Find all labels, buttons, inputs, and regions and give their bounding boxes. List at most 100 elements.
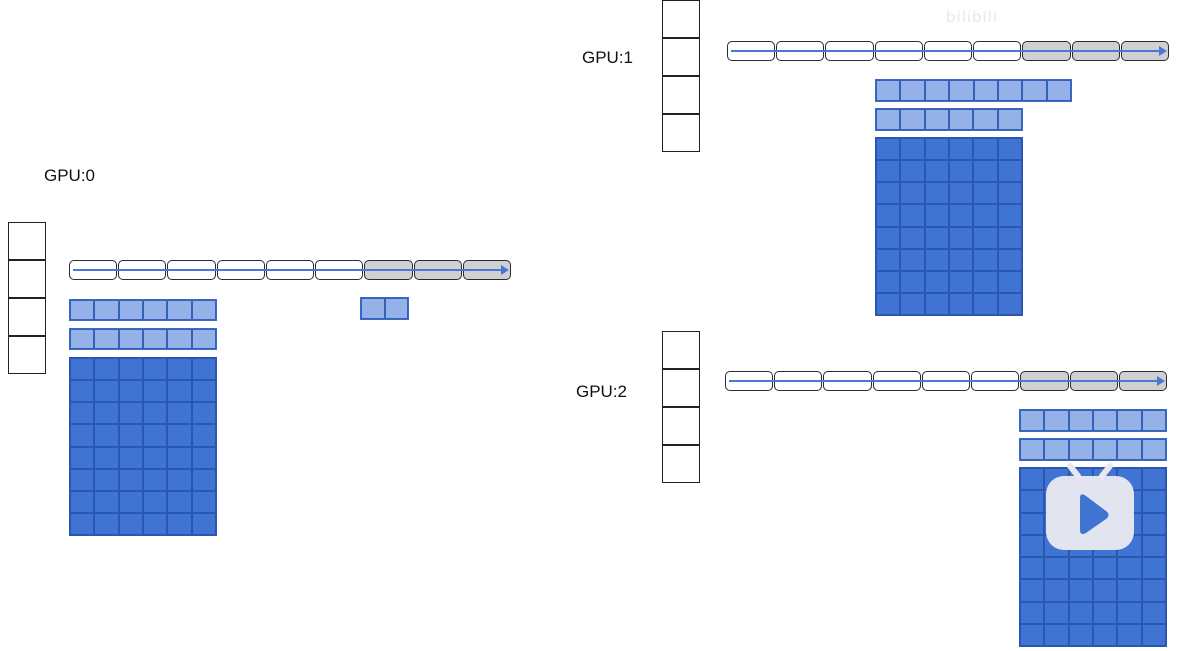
gpu0-dark-block bbox=[69, 357, 217, 536]
block-cell bbox=[876, 138, 901, 161]
block-cell bbox=[143, 424, 168, 447]
block-cell bbox=[1044, 557, 1069, 580]
block-cell bbox=[1020, 534, 1045, 557]
stack-cell bbox=[662, 0, 700, 38]
block-cell bbox=[94, 300, 119, 320]
block-cell bbox=[191, 424, 216, 447]
block-cell bbox=[1093, 623, 1118, 646]
block-cell bbox=[191, 300, 216, 320]
block-cell bbox=[876, 182, 901, 205]
block-cell bbox=[1093, 439, 1118, 460]
block-cell bbox=[1068, 623, 1093, 646]
stack-cell bbox=[8, 336, 46, 374]
stack-cell bbox=[662, 369, 700, 407]
gpu0-extra-light-cells bbox=[360, 297, 409, 320]
block-cell bbox=[143, 329, 168, 349]
block-cell bbox=[361, 298, 385, 319]
block-cell bbox=[997, 270, 1022, 293]
block-cell bbox=[900, 138, 925, 161]
block-cell bbox=[949, 182, 974, 205]
block-cell bbox=[1068, 601, 1093, 624]
block-cell bbox=[876, 160, 901, 183]
gpu2-label: GPU:2 bbox=[576, 382, 628, 401]
block-cell bbox=[1117, 623, 1142, 646]
block-cell bbox=[167, 468, 192, 491]
block-cell bbox=[94, 446, 119, 469]
gpu1-light-row-2 bbox=[875, 108, 1023, 131]
gpu1-light-row-1 bbox=[875, 79, 1072, 102]
block-cell bbox=[1022, 80, 1047, 101]
block-cell bbox=[924, 160, 949, 183]
block-cell bbox=[1020, 579, 1045, 602]
block-cell bbox=[973, 182, 998, 205]
block-cell bbox=[70, 300, 95, 320]
block-cell bbox=[143, 402, 168, 425]
block-cell bbox=[1141, 623, 1166, 646]
block-cell bbox=[1020, 490, 1045, 513]
block-cell bbox=[973, 109, 998, 130]
block-cell bbox=[900, 80, 925, 101]
block-cell bbox=[1020, 601, 1045, 624]
gpu2-light-row-1 bbox=[1019, 409, 1167, 432]
block-cell bbox=[1020, 410, 1045, 431]
block-cell bbox=[94, 512, 119, 535]
sequence-arrow-line bbox=[731, 50, 1160, 52]
block-cell bbox=[900, 160, 925, 183]
block-cell bbox=[118, 490, 143, 513]
block-cell bbox=[191, 490, 216, 513]
block-cell bbox=[70, 490, 95, 513]
block-cell bbox=[1141, 410, 1166, 431]
block-cell bbox=[191, 446, 216, 469]
gpu0-light-row-2 bbox=[69, 328, 217, 350]
block-cell bbox=[1141, 601, 1166, 624]
block-cell bbox=[191, 358, 216, 381]
block-cell bbox=[997, 204, 1022, 227]
gpu1-vertical-stack bbox=[662, 0, 700, 152]
block-cell bbox=[94, 358, 119, 381]
block-cell bbox=[924, 248, 949, 271]
block-cell bbox=[1093, 601, 1118, 624]
block-cell bbox=[167, 329, 192, 349]
block-cell bbox=[876, 292, 901, 315]
stack-cell bbox=[662, 76, 700, 114]
block-cell bbox=[70, 446, 95, 469]
block-cell bbox=[118, 329, 143, 349]
bilibili-tv-play-icon[interactable] bbox=[1044, 462, 1136, 554]
block-cell bbox=[143, 512, 168, 535]
sequence-arrow-line bbox=[729, 380, 1158, 382]
block-cell bbox=[94, 490, 119, 513]
block-cell bbox=[1044, 439, 1069, 460]
block-cell bbox=[191, 329, 216, 349]
block-cell bbox=[997, 109, 1022, 130]
block-cell bbox=[1044, 623, 1069, 646]
block-cell bbox=[997, 248, 1022, 271]
block-cell bbox=[900, 292, 925, 315]
sequence-arrow-head-icon bbox=[1159, 46, 1167, 56]
block-cell bbox=[191, 512, 216, 535]
block-cell bbox=[1068, 557, 1093, 580]
block-cell bbox=[876, 226, 901, 249]
block-cell bbox=[167, 402, 192, 425]
block-cell bbox=[973, 160, 998, 183]
block-cell bbox=[949, 226, 974, 249]
block-cell bbox=[167, 358, 192, 381]
block-cell bbox=[191, 380, 216, 403]
block-cell bbox=[924, 204, 949, 227]
block-cell bbox=[70, 402, 95, 425]
block-cell bbox=[1117, 557, 1142, 580]
block-cell bbox=[70, 468, 95, 491]
gpu2-light-row-2 bbox=[1019, 438, 1167, 461]
block-cell bbox=[94, 380, 119, 403]
stack-cell bbox=[8, 260, 46, 298]
sequence-arrow-head-icon bbox=[1157, 376, 1165, 386]
block-cell bbox=[143, 446, 168, 469]
gpu2-vertical-stack bbox=[662, 331, 700, 483]
block-cell bbox=[1020, 557, 1045, 580]
block-cell bbox=[924, 292, 949, 315]
block-cell bbox=[1117, 601, 1142, 624]
block-cell bbox=[143, 358, 168, 381]
sequence-arrow-line bbox=[73, 269, 502, 271]
block-cell bbox=[949, 80, 974, 101]
block-cell bbox=[997, 226, 1022, 249]
